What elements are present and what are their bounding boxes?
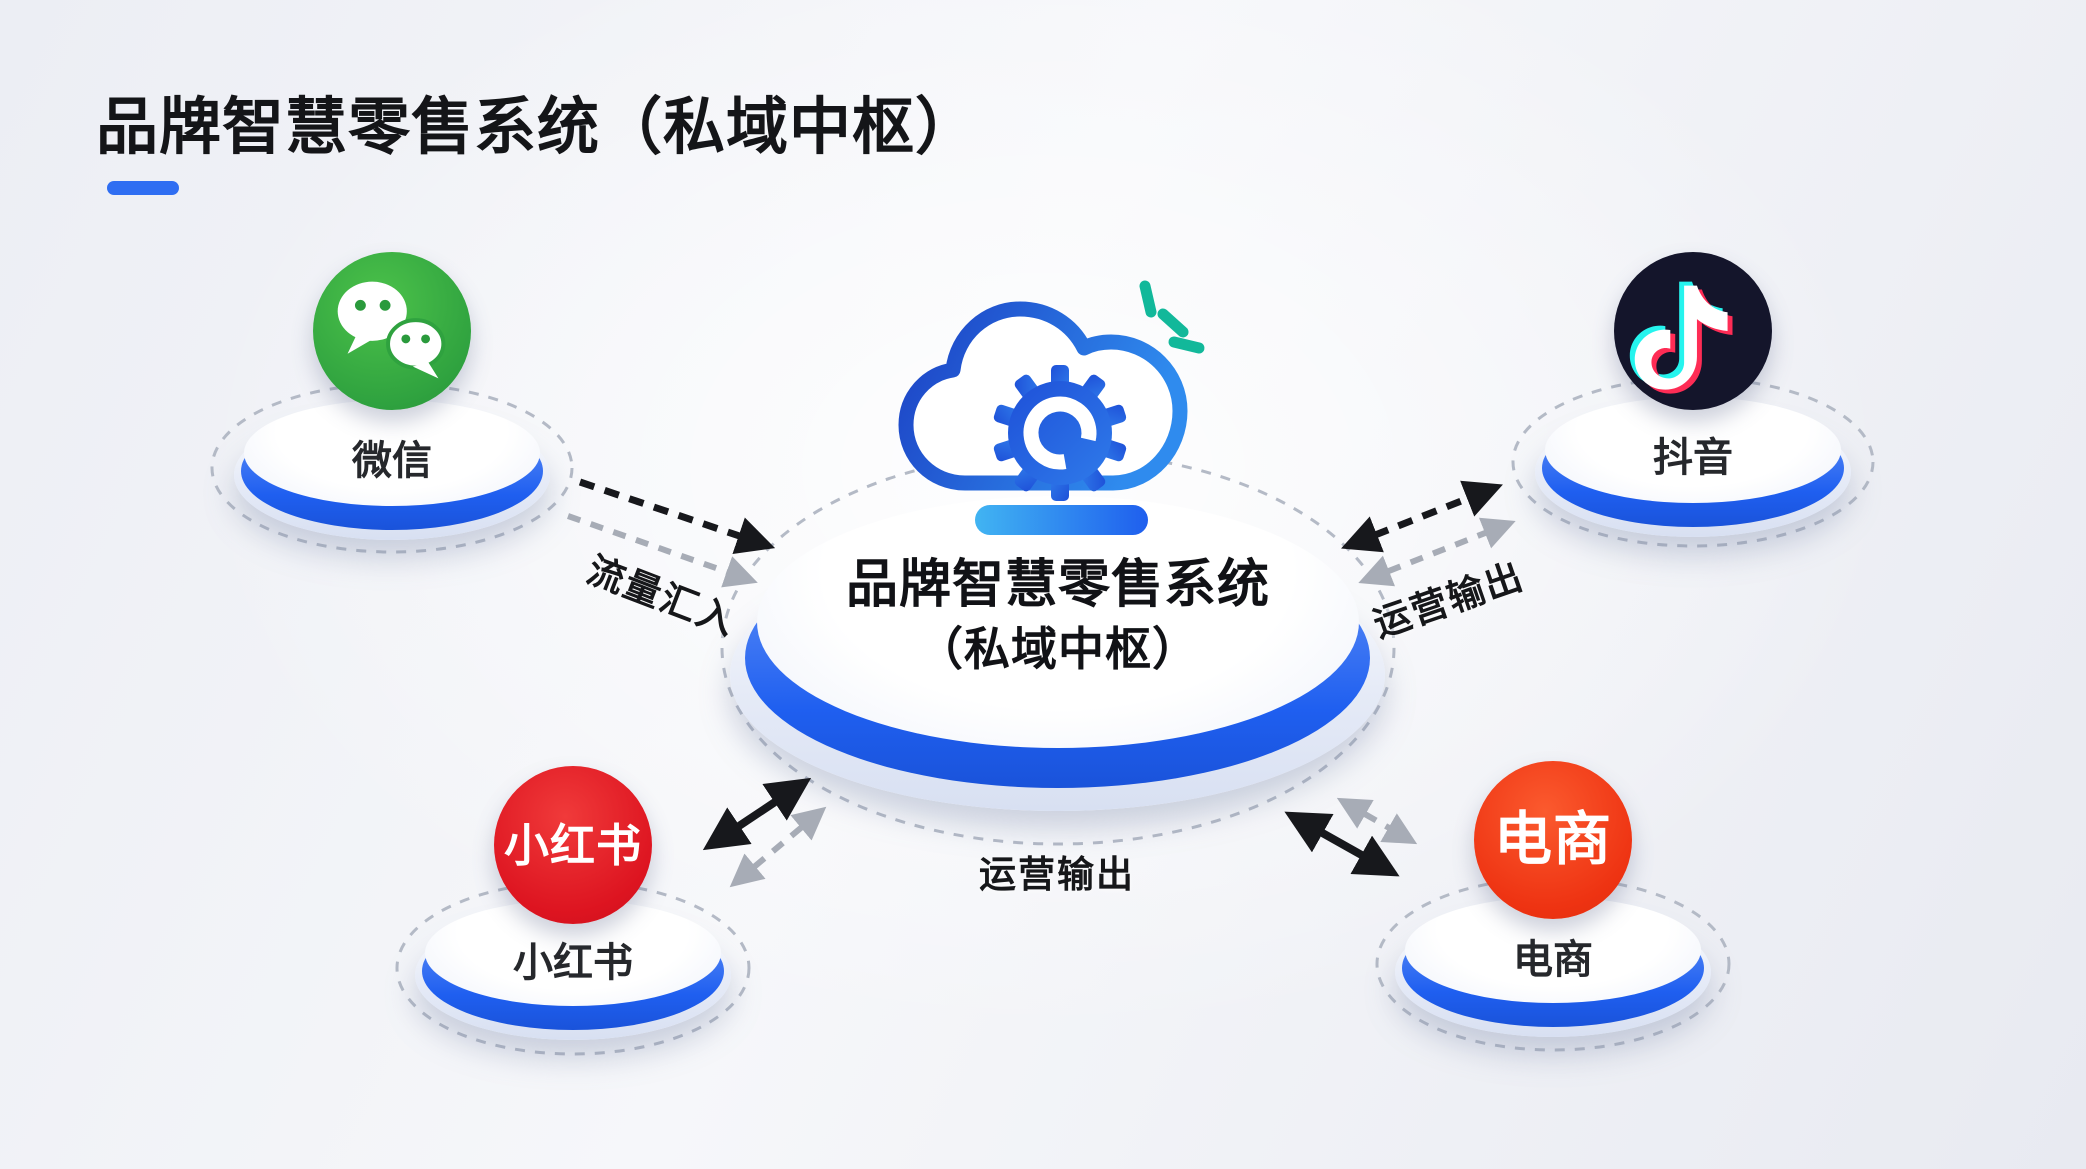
arrow-wechat-to-hub-gray <box>567 513 758 588</box>
xiaohongshu-icon-text: 小红书 <box>503 819 642 871</box>
ecommerce-icon-text: 电商 <box>1493 807 1612 872</box>
xiaohongshu-icon: 小红书 <box>494 766 652 924</box>
wechat-pedestal-top <box>244 400 540 506</box>
hub-title-line1: 品牌智慧零售系统 <box>845 556 1270 614</box>
sparkle-icon <box>1139 280 1205 354</box>
douyin-pedestal-top <box>1545 397 1841 503</box>
hub-title: 品牌智慧零售系统 （私域中枢） <box>758 552 1358 680</box>
hub-orbit-dashed <box>720 450 1396 846</box>
arrow-hub-ecommerce-black <box>1284 811 1400 877</box>
douyin-note-glyph <box>1629 281 1733 394</box>
page-title: 品牌智慧零售系统（私域中枢） <box>96 93 979 162</box>
xiaohongshu-orbit-dashed <box>395 880 751 1056</box>
xiaohongshu-label: 小红书 <box>513 941 633 985</box>
cloud-gear-icon <box>898 280 1205 535</box>
hub-title-line2: （私域中枢） <box>917 623 1199 675</box>
wechat-bubbles-glyph <box>337 281 446 379</box>
arrow-xiaohongshu-hub-black <box>702 777 812 851</box>
hub-pedestal-top <box>757 496 1359 748</box>
douyin-label: 抖音 <box>1653 436 1733 480</box>
title-accent-bar <box>107 181 179 195</box>
douyin-icon <box>1614 252 1772 410</box>
gear-icon <box>993 365 1127 501</box>
arrow-hub-douyin-black <box>1341 480 1503 553</box>
ecommerce-orbit-dashed <box>1375 876 1731 1052</box>
edge-label-output-bottom: 运营输出 <box>979 854 1135 895</box>
arrow-wechat-to-hub-black <box>578 478 776 554</box>
wechat-icon <box>313 252 471 410</box>
arrow-hub-ecommerce-gray <box>1336 797 1418 845</box>
wechat-label: 微信 <box>352 439 432 483</box>
arrow-xiaohongshu-hub-gray <box>729 806 827 888</box>
ecommerce-label: 电商 <box>1513 938 1593 982</box>
cloud-base-tray <box>975 505 1148 535</box>
arrow-hub-douyin-gray <box>1358 517 1516 587</box>
ecommerce-icon: 电商 <box>1474 761 1632 919</box>
